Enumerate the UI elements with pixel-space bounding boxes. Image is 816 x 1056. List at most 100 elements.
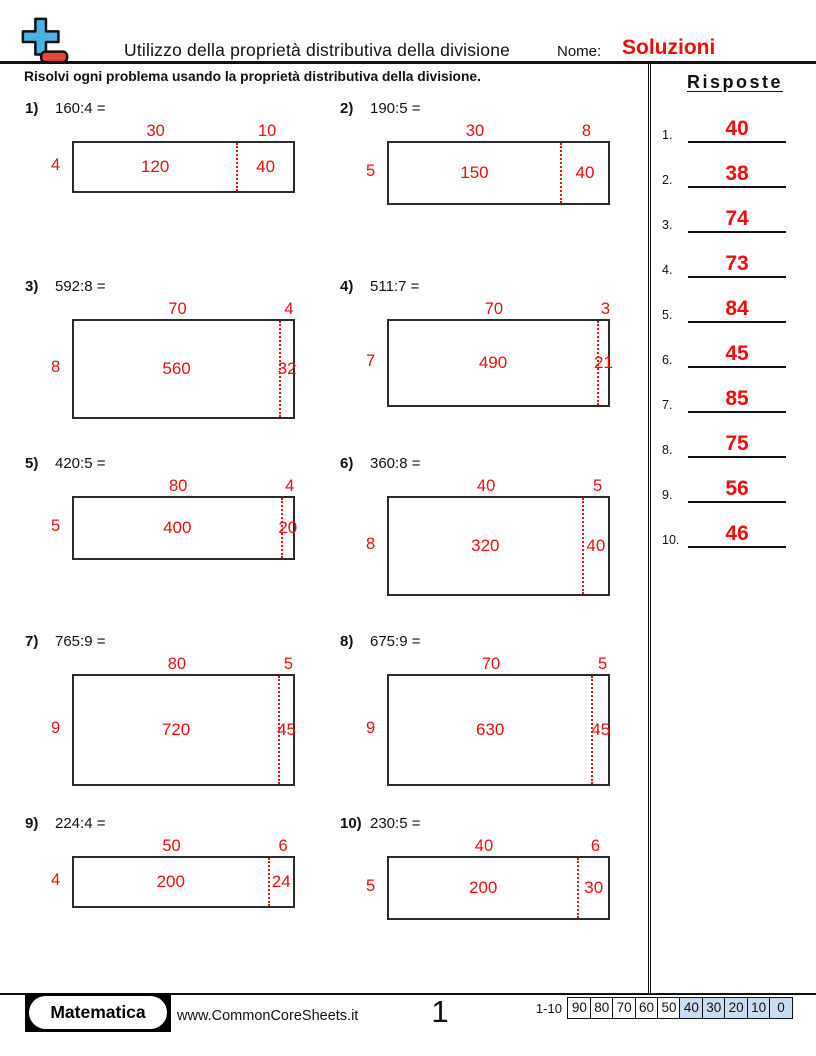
dividend-part-right: 32 bbox=[277, 359, 297, 378]
answer-number: 3. bbox=[662, 218, 673, 232]
area-model: 5 40 6 200 30 bbox=[340, 835, 645, 920]
model-rectangle: 320 40 bbox=[387, 496, 610, 596]
score-cell: 0 bbox=[769, 997, 793, 1019]
problem-block: 5) 420:5 = 5 80 4 400 20 bbox=[25, 455, 330, 560]
problem-heading: 8) 675:9 = bbox=[340, 633, 645, 651]
answers-title: Risposte bbox=[686, 72, 784, 92]
name-label: Nome: bbox=[557, 43, 602, 60]
problem-expression: 675:9 = bbox=[370, 633, 421, 650]
answer-row: 3. 74 bbox=[654, 188, 816, 233]
dividend-part-right: 40 bbox=[575, 163, 595, 182]
model-rectangle: 200 24 bbox=[72, 856, 295, 908]
problem-block: 1)160:4 = 4 30 10 120 40 bbox=[25, 100, 330, 193]
answer-value: 85 bbox=[688, 387, 786, 413]
problem-heading: 9)224:4 = bbox=[25, 815, 330, 833]
problem-block: 7) 765:9 = 9 80 5 720 45 bbox=[25, 633, 330, 786]
problem-block: 4)511:7 = 7 70 3 490 21 bbox=[340, 278, 645, 407]
divisor-label: 8 bbox=[366, 535, 376, 553]
problem-number: 5) bbox=[25, 455, 39, 472]
model-rectangle: 200 30 bbox=[387, 856, 610, 920]
quotient-part-right: 6 bbox=[590, 836, 601, 855]
answer-value: 74 bbox=[688, 207, 786, 233]
answer-row: 1. 40 bbox=[654, 98, 816, 143]
model-rectangle: 560 32 bbox=[72, 319, 297, 419]
divisor-label: 4 bbox=[51, 156, 61, 174]
dividend-part-left: 150 bbox=[389, 143, 562, 203]
divisor-label: 9 bbox=[366, 719, 376, 737]
problem-heading: 6)360:8 = bbox=[340, 455, 645, 473]
score-cell: 10 bbox=[746, 997, 771, 1019]
area-model: 8 70 4 560 32 bbox=[25, 298, 330, 419]
answer-value: 84 bbox=[688, 297, 786, 323]
quotient-part-left: 40 bbox=[474, 836, 494, 855]
footer-divider bbox=[0, 993, 816, 995]
quotient-part-right: 8 bbox=[581, 121, 592, 140]
answer-number: 10. bbox=[662, 533, 680, 547]
answer-row: 9. 56 bbox=[654, 458, 816, 503]
answer-number: 8. bbox=[662, 443, 673, 457]
divisor-label: 7 bbox=[366, 352, 376, 370]
score-cell: 30 bbox=[701, 997, 726, 1019]
page-title: Utilizzo della proprietà distributiva de… bbox=[124, 40, 511, 60]
problem-block: 10)230:5 = 5 40 6 200 30 bbox=[340, 815, 645, 920]
answer-value: 56 bbox=[688, 477, 786, 503]
solutions-value: Soluzioni bbox=[622, 36, 716, 59]
quotient-part-left: 80 bbox=[167, 654, 187, 673]
page-number: 1 bbox=[431, 994, 449, 1029]
problem-number: 3) bbox=[25, 278, 39, 295]
problem-expression: 420:5 = bbox=[55, 455, 106, 472]
answer-number: 2. bbox=[662, 173, 673, 187]
answers-divider bbox=[648, 64, 651, 993]
quotient-part-right: 10 bbox=[257, 121, 277, 140]
quotient-part-right: 5 bbox=[597, 654, 608, 673]
problem-block: 9)224:4 = 4 50 6 200 24 bbox=[25, 815, 330, 908]
problem-number: 2) bbox=[340, 100, 354, 117]
problem-number: 7) bbox=[25, 633, 39, 650]
quotient-part-right: 4 bbox=[285, 476, 295, 495]
answer-row: 4. 73 bbox=[654, 233, 816, 278]
problem-number: 8) bbox=[340, 633, 354, 650]
answer-value: 45 bbox=[688, 342, 786, 368]
quotient-part-left: 70 bbox=[168, 299, 187, 318]
dividend-part-left: 200 bbox=[389, 858, 580, 918]
area-model: 4 30 10 120 40 bbox=[25, 120, 330, 193]
area-model: 5 80 4 400 20 bbox=[25, 475, 330, 560]
answer-row: 2. 38 bbox=[654, 143, 816, 188]
header-divider bbox=[0, 61, 816, 64]
answer-number: 5. bbox=[662, 308, 673, 322]
answer-number: 7. bbox=[662, 398, 673, 412]
dividend-part-right: 20 bbox=[278, 518, 298, 537]
answers-column: Risposte 1. 40 2. 38 3. 74 4. 73 5. 84 6… bbox=[654, 66, 816, 548]
problem-expression: 765:9 = bbox=[55, 633, 106, 650]
answer-number: 4. bbox=[662, 263, 673, 277]
area-model: 7 70 3 490 21 bbox=[340, 298, 645, 407]
score-cell: 60 bbox=[634, 997, 659, 1019]
area-model: 9 80 5 720 45 bbox=[25, 653, 330, 786]
dividend-part-left: 120 bbox=[74, 143, 239, 191]
dividend-part-left: 720 bbox=[74, 676, 281, 784]
problem-block: 6)360:8 = 8 40 5 320 40 bbox=[340, 455, 645, 596]
quotient-part-right: 6 bbox=[278, 836, 288, 855]
quotient-part-left: 50 bbox=[162, 836, 181, 855]
problem-expression: 360:8 = bbox=[370, 455, 421, 472]
model-rectangle: 400 20 bbox=[72, 496, 298, 560]
problem-heading: 3)592:8 = bbox=[25, 278, 330, 296]
answer-row: 6. 45 bbox=[654, 323, 816, 368]
dividend-part-right: 40 bbox=[586, 536, 606, 555]
problem-number: 1) bbox=[25, 100, 39, 117]
answer-row: 5. 84 bbox=[654, 278, 816, 323]
divisor-label: 4 bbox=[51, 871, 61, 889]
answer-number: 1. bbox=[662, 128, 673, 142]
quotient-part-left: 70 bbox=[481, 654, 501, 673]
quotient-part-left: 30 bbox=[146, 121, 165, 140]
dividend-part-left: 320 bbox=[389, 498, 584, 594]
website-text: www.CommonCoreSheets.it bbox=[177, 1008, 359, 1024]
problem-block: 8)675:9 = 9 70 5 630 45 bbox=[340, 633, 645, 786]
area-model: 5 30 8 150 40 bbox=[340, 120, 645, 205]
dividend-part-left: 490 bbox=[389, 321, 599, 405]
quotient-part-right: 5 bbox=[593, 476, 603, 495]
problem-expression: 190:5 = bbox=[370, 100, 421, 117]
divisor-label: 5 bbox=[366, 877, 376, 895]
subject-label: Matematica bbox=[29, 996, 167, 1029]
